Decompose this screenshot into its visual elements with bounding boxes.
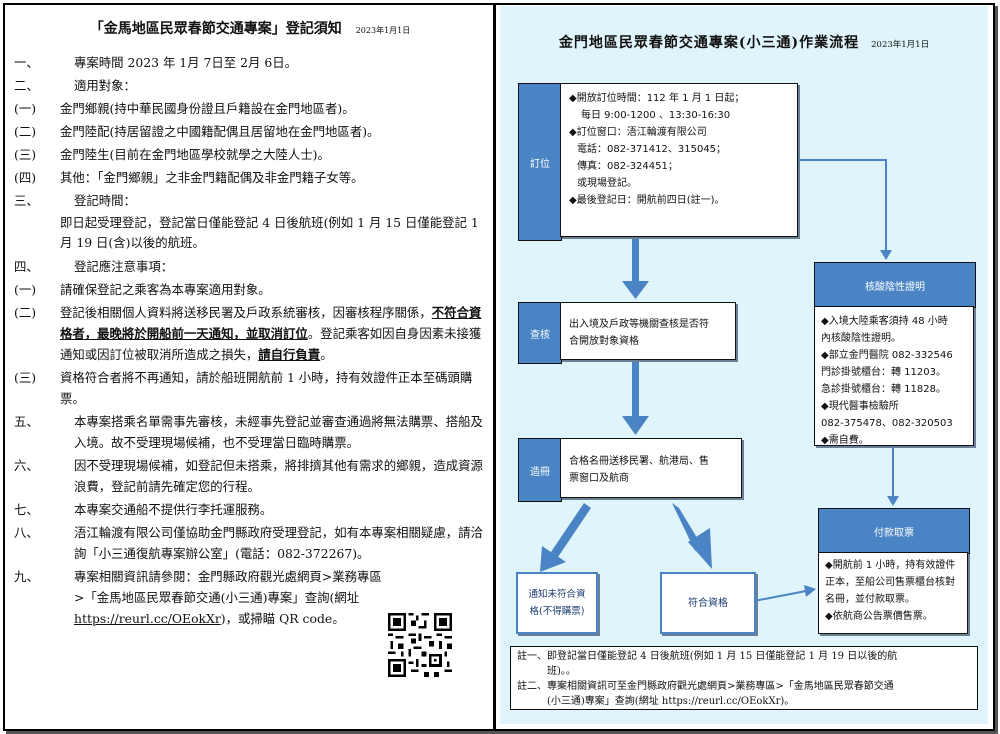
cancel-warning: 不符合資格者，最晚將於開船前一天通知，並取消訂位 [60, 305, 482, 341]
section-2-3: (三)金門陸生(目前在金門地區學校就學之大陸人士)。 [14, 147, 330, 162]
notice-date: 2023年1月1日 [355, 26, 411, 35]
check-box: 出入境及戶政等機關查核是否符 合開放對象資格 [560, 302, 736, 360]
section-3: 三、登記時間： [14, 193, 136, 208]
section-4-1: (一)請確保登記之乘客為本專案適用對象。 [14, 282, 271, 297]
info-link[interactable]: https://reurl.cc/OEokXr [74, 611, 221, 626]
note-1: 註一、即登記當日僅能登記 4 日後航班(例如 1 月 15 日僅能登記 1 月 … [517, 651, 898, 662]
section-2-2: (二)金門陸配(持居留證之中國籍配偶且居留地在金門地區者)。 [14, 124, 380, 139]
not-eligible-box: 通知未符合資 格(不得購票) [516, 572, 598, 634]
arrow-list-to-eligible [672, 503, 712, 569]
arrow-check-to-list [622, 362, 649, 435]
section-2-1: (一)金門鄉親(持中華民國身份證且戶籍設在金門地區者)。 [14, 101, 355, 116]
responsibility-warning: 請自行負責 [258, 347, 321, 362]
test-box: ◆入境大陸乘客須持 48 小時 內核酸陰性證明。 ◆部立金門醫院 082-332… [814, 306, 974, 446]
section-7: 七、本專案交通船不提供行李托運服務。 [14, 502, 273, 517]
arrow-booking-to-check [622, 239, 649, 299]
footnotes: 註一、即登記當日僅能登記 4 日後航班(例如 1 月 15 日僅能登記 1 月 … [510, 646, 978, 710]
section-4: 四、登記應注意事項： [14, 259, 174, 274]
arrow-list-to-not-eligible [540, 503, 591, 572]
list-label: 造冊 [518, 438, 562, 502]
booking-label: 訂位 [518, 83, 562, 241]
section-8: 八、浯江輪渡有限公司僅協助金門縣政府受理登記，如有本專案相關疑慮，請洽詢「小三通… [14, 525, 483, 561]
booking-box: ◆開放訂位時間：112 年 1 月 1 日起； 每日 9:00-1200 、13… [560, 83, 798, 237]
test-label: 核酸陰性證明 [814, 262, 976, 308]
ticket-label: 付款取票 [818, 508, 970, 554]
arrow-booking-to-test [798, 159, 887, 252]
section-5: 五、本專案搭乘名單需事先審核，未經事先登記並審查通過將無法購票、搭船及入境。故不… [14, 414, 483, 450]
section-4-2: (二) 登記後相關個人資料將送移民署及戶政系統審核，因審核程序關係，不符合資格者… [14, 305, 482, 362]
eligible-box: 符合資格 [660, 572, 756, 634]
flowchart-date: 2023年1月1日 [871, 40, 930, 50]
section-9: 九、 專案相關資訊請參閱：金門縣政府觀光處網頁>業務專區>「金馬地區民眾春節交通… [14, 569, 382, 626]
qr-code[interactable] [388, 613, 452, 677]
flow-arrows [540, 159, 899, 602]
list-box: 合格名冊送移民署、航港局、售 票窗口及航商 [560, 438, 742, 498]
section-6: 六、因不受理現場候補，如登記但未搭乘，將排擠其他有需求的鄉親，造成資源浪費，登記… [14, 458, 483, 494]
page-divider [493, 3, 496, 731]
section-2: 二、適用對象： [14, 78, 136, 93]
section-2-4: (四)其他：「金門鄉親」之非金門籍配偶及非金門籍子女等。 [14, 170, 364, 185]
section-4-3: (三)資格符合者將不再通知，請於船班開航前 1 小時，持有效證件正本至碼頭購票。 [14, 370, 473, 406]
note-2: 註二、專案相關資訊可至金門縣政府觀光處網頁>業務專區>「金馬地區民眾春節交通 [517, 681, 894, 692]
section-3-body: 即日起受理登記，登記當日僅能登記 4 日後航班(例如 1 月 15 日僅能登記 … [60, 215, 479, 250]
ticket-box: ◆開航前 1 小時，持有效證件 正本，至船公司售票櫃台核對 名冊，並付款取票。 … [818, 552, 968, 634]
page-frame [3, 3, 995, 731]
arrow-eligible-to-ticket [753, 590, 807, 602]
section-1: 一、專案時間 2023 年 1月 7日至 2月 6日。 [14, 55, 297, 70]
